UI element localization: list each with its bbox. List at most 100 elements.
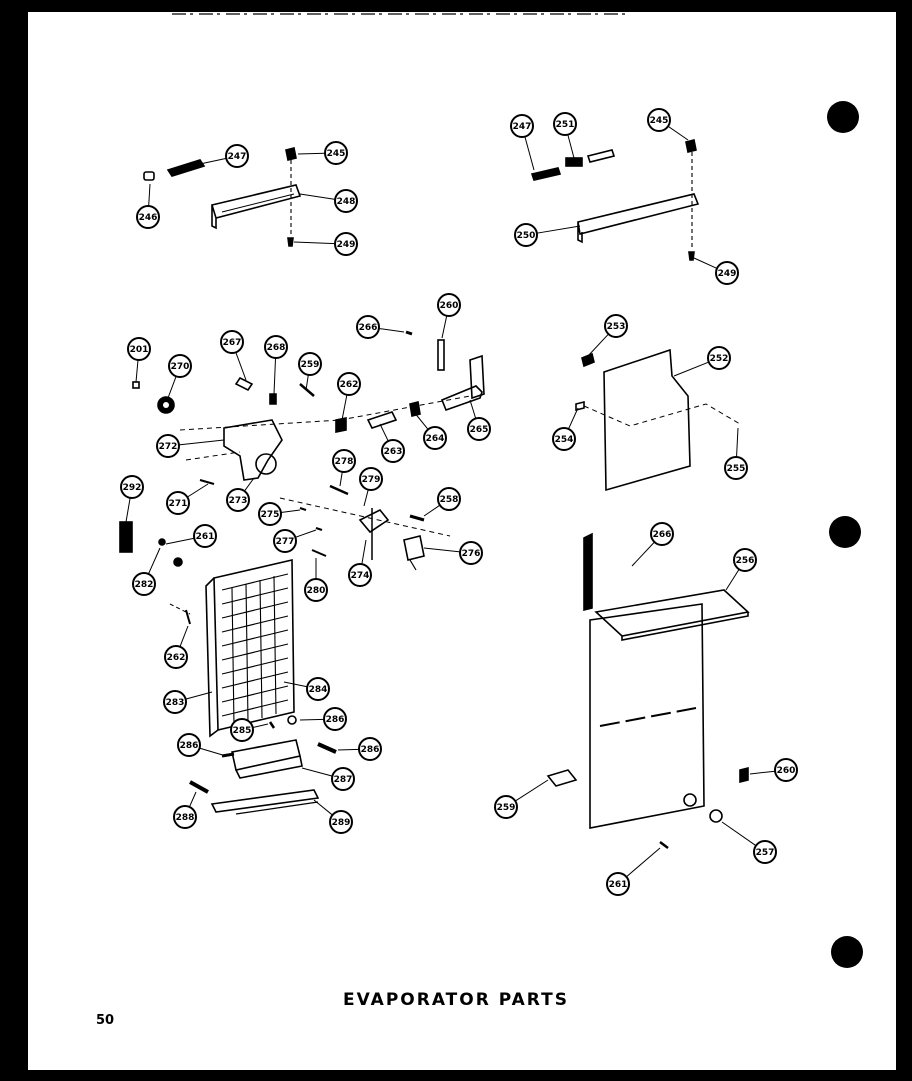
callout-label: 201 [130,345,149,355]
callout-label: 282 [135,580,154,590]
callout-circle [334,189,358,213]
callout-leader [361,539,367,565]
diagram-title: EVAPORATOR PARTS [343,990,569,1010]
callout-label: 285 [233,726,252,736]
callout-leader [413,411,429,430]
callout-leader [187,483,209,498]
clip-part-4 [268,721,276,729]
callout-leader [441,315,448,339]
callout-label: 262 [167,653,186,663]
callout-leader [179,625,189,647]
callout-circle [437,487,461,511]
bracket-part [223,419,283,481]
dash-line-6 [279,497,451,537]
callout-272: 272 [156,434,180,458]
coil-side [205,577,219,738]
callout-label: 247 [228,152,247,162]
shelf-edge [621,612,749,641]
screw-part [287,237,294,247]
callout-label: 249 [718,269,737,279]
callout-circle [230,718,254,742]
callout-leader [378,328,405,333]
callout-label: 262 [340,380,359,390]
callout-266: 266 [650,522,674,546]
callout-leader [721,821,757,847]
callout-label: 277 [276,537,295,547]
callout-leader [301,767,333,777]
callout-leader [631,541,655,567]
callout-262: 262 [337,372,361,396]
small-screw-2 [299,507,307,511]
callout-label: 288 [176,813,195,823]
callout-circle [164,645,188,669]
callout-label: 275 [261,510,280,520]
callout-label: 257 [756,848,775,858]
callout-leader [299,193,336,200]
callout-276: 276 [459,541,483,565]
callout-label: 250 [517,231,536,241]
callout-label: 248 [337,197,356,207]
bracket-plate [119,521,133,553]
callout-label: 266 [653,530,672,540]
callout-286: 286 [323,707,347,731]
leader-lines [125,125,776,878]
small-pin [405,330,413,336]
callout-289: 289 [329,810,353,834]
callout-circle [273,529,297,553]
callout-circle [514,223,538,247]
callout-label: 265 [470,425,489,435]
callout-273: 273 [226,488,250,512]
callout-leader [673,361,709,377]
callout-circle [258,502,282,526]
callout-circle [193,524,217,548]
pin-part-2 [530,167,562,181]
callout-circle [127,337,151,361]
callout-circle [423,426,447,450]
callout-circle [298,352,322,376]
screw-part-5 [739,766,749,784]
callout-266: 266 [356,315,380,339]
binder-hole-top [827,101,859,133]
switch-wire [409,559,417,571]
callout-267: 267 [220,330,244,354]
callout-label: 283 [166,698,185,708]
callout-leader [280,509,301,514]
callout-label: 279 [362,475,381,485]
callout-252: 252 [707,346,731,370]
callout-label: 245 [327,149,346,159]
callout-247: 247 [510,114,534,138]
callout-270: 270 [168,354,192,378]
callout-leader [148,183,151,207]
bracket-hole [255,453,277,475]
dash-line-7 [169,603,191,615]
callout-label: 259 [301,360,320,370]
callout-leader [568,407,579,430]
support-bar [583,532,593,612]
callout-label: 255 [727,464,746,474]
screw-part-2 [688,251,695,261]
nut-dot [173,557,183,567]
callout-label: 266 [359,323,378,333]
binder-hole-middle [829,516,861,548]
callout-label: 289 [332,818,351,828]
spacer-part [143,171,155,181]
callout-circle [459,541,483,565]
callout-label: 254 [555,435,574,445]
callout-label: 268 [267,343,286,353]
callout-leader [148,547,161,575]
callout-label: 287 [334,775,353,785]
callout-262: 262 [164,645,188,669]
callout-leader [341,394,348,421]
callout-label: 271 [169,499,188,509]
callout-circle [774,758,798,782]
screw-dot [158,538,166,546]
callout-leader [339,471,343,487]
callout-253: 253 [604,314,628,338]
callout-leader [188,791,197,808]
callout-265: 265 [467,417,491,441]
callout-leader [514,779,549,802]
callout-circle [359,467,383,491]
callout-circle [753,840,777,864]
callout-260: 260 [437,293,461,317]
callout-circle [467,417,491,441]
